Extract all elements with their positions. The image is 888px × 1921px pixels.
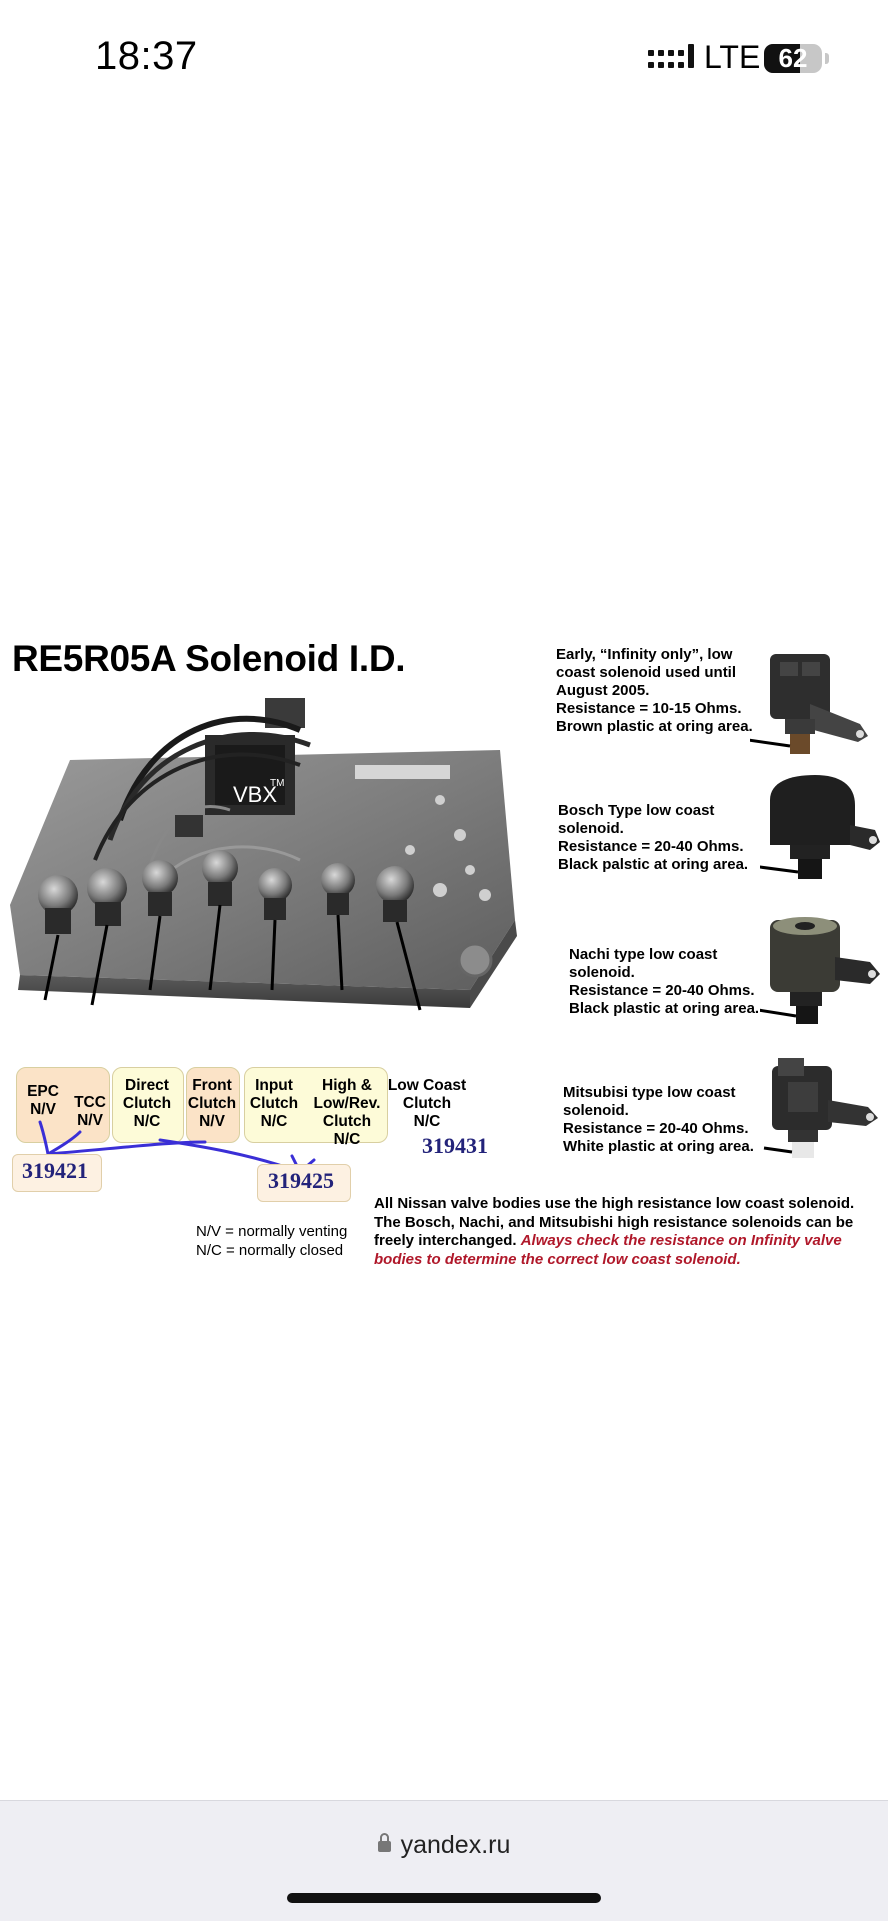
solenoid-desc-nachi: Nachi type low coast solenoid. Resistanc…: [569, 946, 760, 1017]
vbx-logo-text: VBX: [233, 782, 277, 807]
note-warning: Always check the resistance on Infinity …: [374, 1232, 842, 1268]
input-high-box: [244, 1067, 388, 1143]
solenoid-id-figure: RE5R05A Solenoid I.D.: [0, 630, 888, 1270]
note-plain: All Nissan valve bodies use the high res…: [374, 1195, 855, 1249]
solenoid-desc-bosch: Bosch Type low coast solenoid. Resistanc…: [558, 802, 749, 873]
solenoid-desc-early: Early, “Infinity only”, low coast soleno…: [556, 646, 753, 735]
front-clutch-box: [186, 1067, 240, 1143]
solenoid-image-early: [750, 654, 868, 754]
label-tcc: TCC N/V: [74, 1094, 106, 1129]
status-time: 18:37: [95, 34, 198, 78]
label-input-clutch: Input Clutch N/C: [249, 1077, 299, 1130]
solenoid-image-bosch: [760, 775, 880, 879]
part-number-319421: 319421: [22, 1158, 88, 1183]
vbx-tm-text: TM: [270, 778, 284, 789]
solenoid-image-mitsubisi: [763, 1058, 878, 1158]
interchange-note: All Nissan valve bodies use the high res…: [374, 1195, 882, 1269]
part-number-319425: 319425: [268, 1168, 334, 1193]
valve-body-image: VBX TM: [10, 698, 517, 1011]
network-type: LTE: [704, 39, 761, 75]
abbreviation-legend: N/V = normally venting N/C = normally cl…: [196, 1223, 348, 1259]
part-number-box-319421: [12, 1154, 102, 1192]
figure-title: RE5R05A Solenoid I.D.: [12, 638, 406, 679]
leader-lines: [43, 904, 422, 1011]
label-direct-clutch: Direct Clutch N/C: [122, 1077, 172, 1130]
solenoid-desc-mitsubisi: Mitsubisi type low coast solenoid. Resis…: [563, 1084, 754, 1155]
part-number-319431: 319431: [422, 1133, 488, 1158]
label-epc: EPC N/V: [27, 1083, 59, 1118]
battery-fill: [764, 44, 800, 73]
label-high-low-rev-clutch: High & Low/Rev. Clutch N/C: [313, 1077, 381, 1148]
address-bar[interactable]: yandex.ru: [0, 1831, 888, 1860]
browser-bottom-bar: yandex.ru: [0, 1800, 888, 1921]
status-bar: 18:37 LTE 62: [0, 0, 888, 120]
url-text: yandex.ru: [400, 1831, 511, 1859]
solenoid-image-nachi: [760, 917, 880, 1024]
signal-bars-icon: [648, 44, 694, 68]
direct-clutch-box: [112, 1067, 184, 1143]
battery-icon: 62: [764, 44, 822, 73]
label-low-coast-clutch: Low Coast Clutch N/C: [387, 1077, 467, 1130]
home-indicator[interactable]: [287, 1893, 601, 1903]
epc-tcc-box: [16, 1067, 110, 1143]
label-front-clutch: Front Clutch N/V: [187, 1077, 237, 1130]
part-number-box-319425: [257, 1164, 351, 1202]
battery-cap: [825, 53, 829, 64]
lock-icon: [377, 1833, 391, 1852]
solenoid-row: [38, 850, 414, 934]
battery-level: 62: [778, 44, 808, 73]
